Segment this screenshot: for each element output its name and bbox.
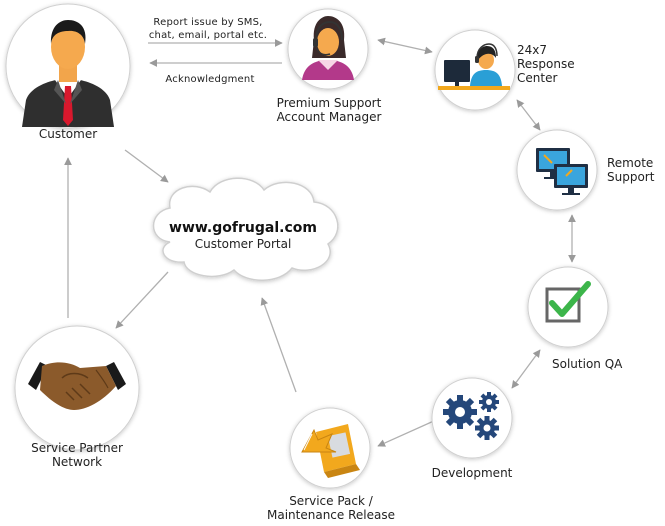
arrow-development-servicepack <box>377 419 437 447</box>
report-issue-line1: Report issue by SMS, <box>153 17 263 28</box>
handshake-icon <box>28 362 126 410</box>
arrow-portal-partner <box>115 271 169 329</box>
service-partner-label: Service Partner Network <box>17 441 137 469</box>
report-issue-label: Report issue by SMS, chat, email, portal… <box>138 16 278 42</box>
service-partner-label-line2: Network <box>51 455 103 469</box>
service-pack-label-line2: Maintenance Release <box>267 508 395 522</box>
checkmark-icon <box>545 281 591 323</box>
remote-support-label-line2: Support <box>607 170 655 184</box>
development-node[interactable] <box>431 377 513 459</box>
remote-monitors-icon <box>536 148 588 195</box>
arrow-servicepack-portal <box>260 297 297 393</box>
response-center-label-line2: Response <box>517 57 575 71</box>
service-partner-label-line1: Service Partner <box>31 441 123 455</box>
response-center-label-line1: 24x7 <box>517 43 548 57</box>
arrow-customer-portal <box>124 149 169 183</box>
solution-qa-label: Solution QA <box>552 357 623 371</box>
response-center-label-line3: Center <box>517 71 558 85</box>
arrow-response-remote <box>516 99 541 131</box>
portal-label: Customer Portal <box>194 237 292 251</box>
portal-url[interactable]: www.gofrugal.com <box>169 220 317 236</box>
report-issue-line2: chat, email, portal etc. <box>148 30 268 41</box>
remote-support-label: Remote Support <box>607 156 654 184</box>
service-pack-label: Service Pack / Maintenance Release <box>256 494 406 522</box>
customer-label: Customer <box>38 127 98 141</box>
businessman-icon <box>22 20 114 127</box>
response-center-label: 24x7 Response Center <box>517 43 575 85</box>
development-label: Development <box>431 466 513 480</box>
call-center-icon <box>438 43 510 90</box>
support-agent-icon <box>302 16 354 80</box>
account-manager-label-line1: Premium Support <box>276 96 382 110</box>
remote-support-label-line1: Remote <box>607 156 654 170</box>
package-icon <box>301 424 360 478</box>
account-manager-label: Premium Support Account Manager <box>258 96 400 124</box>
service-pack-label-line1: Service Pack / <box>289 494 373 508</box>
gears-icon <box>443 392 499 440</box>
acknowledgment-label: Acknowledgment <box>165 74 255 85</box>
arrow-qa-development <box>511 349 541 389</box>
arrow-manager-response <box>377 37 433 55</box>
account-manager-label-line2: Account Manager <box>276 110 382 124</box>
customer-portal-cloud[interactable] <box>152 177 339 281</box>
